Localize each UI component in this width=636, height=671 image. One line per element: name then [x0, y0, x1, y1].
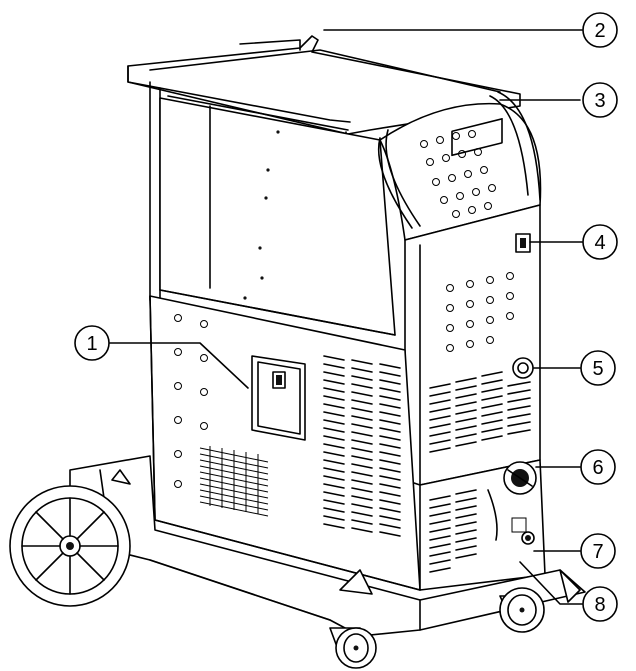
callout-7-label: 7 [592, 541, 603, 563]
callout-8-label: 8 [594, 594, 605, 616]
front-caster-right [499, 587, 545, 633]
callout-leaders [109, 29, 583, 605]
callout-4-label: 4 [594, 232, 605, 254]
side-case [149, 295, 421, 591]
callout-3: 3 [582, 82, 618, 118]
callout-1: 1 [74, 325, 110, 361]
gas-connector[interactable] [512, 357, 534, 379]
callout-7: 7 [580, 533, 616, 569]
callout-4: 4 [582, 224, 618, 260]
large-wheel [9, 485, 131, 607]
side-door[interactable] [251, 355, 306, 441]
callout-2-label: 2 [594, 20, 605, 42]
front-upper-case [404, 118, 541, 486]
callout-8: 8 [582, 586, 618, 622]
back-panel [159, 97, 396, 342]
callout-3-label: 3 [594, 90, 605, 112]
front-caster-left [329, 627, 377, 669]
callout-5-label: 5 [592, 358, 603, 380]
torch-connector[interactable] [503, 461, 537, 495]
front-lower-case [419, 459, 546, 591]
callout-6-label: 6 [592, 457, 603, 479]
callout-2: 2 [582, 12, 618, 48]
callout-1-label: 1 [86, 333, 97, 355]
callout-5: 5 [580, 350, 616, 386]
callout-6: 6 [580, 449, 616, 485]
handle-arch [377, 91, 542, 241]
